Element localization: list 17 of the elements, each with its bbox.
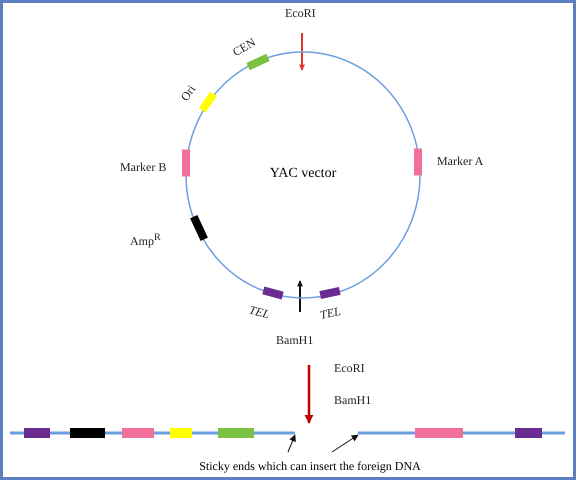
- leader-line: [332, 434, 359, 452]
- leader-line: [288, 434, 296, 452]
- site-label: BamH1: [276, 333, 314, 347]
- enzyme-label: EcoRI: [334, 361, 365, 375]
- dna-fragment: [358, 427, 565, 439]
- part-label: Ori: [178, 82, 198, 104]
- caption-text: Sticky ends which can insert the foreign DNA: [198, 459, 422, 474]
- enzyme-label: BamH1: [334, 393, 372, 407]
- part-label: Marker A: [437, 154, 484, 168]
- site-label: EcoRI: [285, 6, 316, 20]
- part-label: TEL: [248, 302, 272, 322]
- part-label: Marker B: [120, 160, 166, 174]
- dna-fragment: [10, 427, 295, 439]
- part-label: Amp$^{R}$: [130, 231, 161, 248]
- vector-name: YAC vector: [268, 166, 338, 182]
- part-label: CEN: [230, 34, 258, 60]
- part-label: TEL: [318, 304, 342, 322]
